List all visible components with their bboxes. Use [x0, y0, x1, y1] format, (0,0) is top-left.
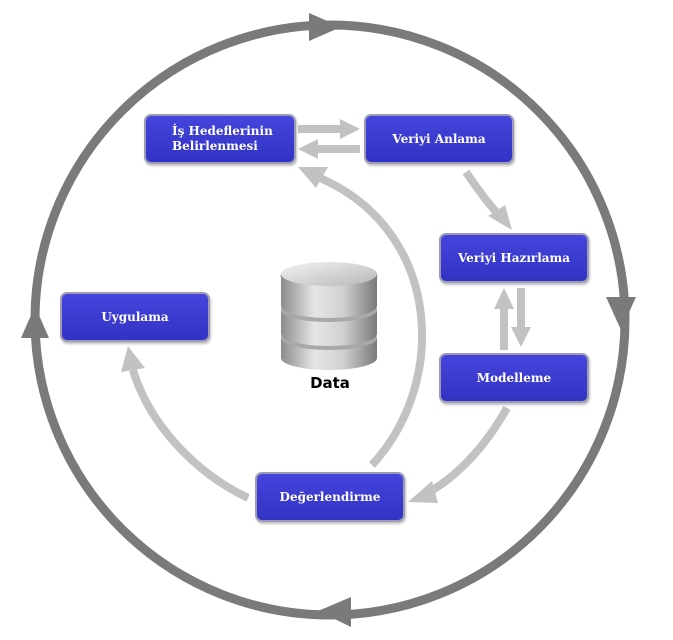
- node-data-understanding-label: Veriyi Anlama: [392, 131, 486, 146]
- node-evaluation-label: Değerlendirme: [279, 489, 381, 504]
- node-business-understanding-line2: Belirlenmesi: [172, 139, 258, 153]
- arrow-understanding-to-business: [298, 139, 360, 159]
- arrow-business-to-understanding: [298, 119, 360, 139]
- arrow-modeling-to-preparation: [494, 288, 514, 350]
- arrow-preparation-to-modeling: [511, 288, 531, 347]
- node-data-understanding[interactable]: Veriyi Anlama: [364, 114, 514, 164]
- outer-arrowhead-right: [606, 297, 636, 330]
- node-deployment[interactable]: Uygulama: [60, 292, 210, 342]
- outer-arrowhead-left: [21, 306, 49, 338]
- arrow-understanding-to-preparation: [462, 169, 512, 230]
- node-data-preparation-label: Veriyi Hazırlama: [457, 250, 571, 265]
- node-deployment-label: Uygulama: [101, 309, 169, 324]
- outer-arrowhead-top: [309, 13, 341, 41]
- node-evaluation[interactable]: Değerlendirme: [255, 472, 405, 522]
- node-modeling[interactable]: Modelleme: [439, 353, 589, 403]
- node-business-understanding[interactable]: İş Hedeflerinin Belirlenmesi: [144, 114, 296, 164]
- node-data-preparation[interactable]: Veriyi Hazırlama: [439, 233, 589, 283]
- arrow-modeling-to-evaluation: [408, 406, 511, 503]
- arrow-evaluation-to-deployment: [121, 346, 250, 502]
- node-business-understanding-label: İş Hedeflerinin Belirlenmesi: [172, 124, 273, 154]
- node-modeling-label: Modelleme: [476, 370, 552, 385]
- database-icon: [280, 262, 378, 370]
- outer-arrowhead-bottom: [318, 597, 351, 627]
- data-label: Data: [310, 374, 350, 392]
- arrow-evaluation-to-business: [298, 167, 426, 468]
- node-business-understanding-line1: İş Hedeflerinin: [172, 124, 273, 138]
